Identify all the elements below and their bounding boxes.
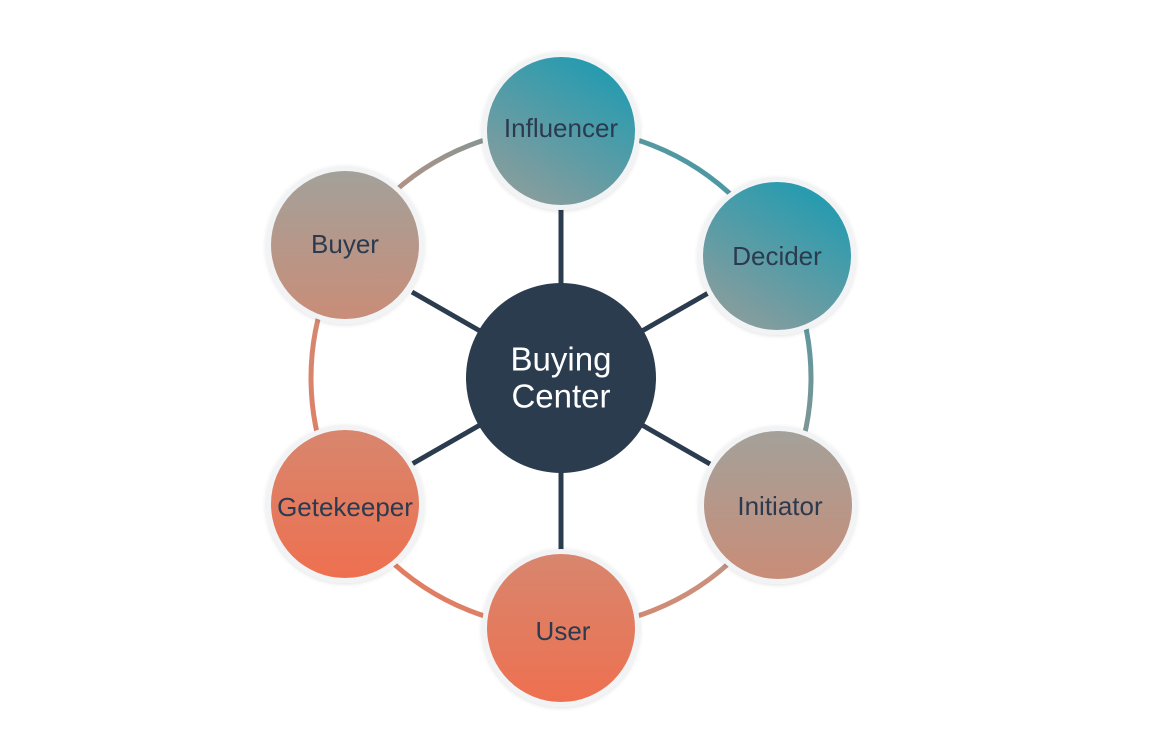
node-getekeeper: Getekeeper — [266, 425, 424, 583]
initiator-circle — [704, 431, 852, 579]
node-decider: Decider — [698, 177, 856, 335]
initiator-label: Initiator — [737, 491, 823, 521]
center-label-line1: Buying — [511, 341, 612, 378]
user-label: User — [536, 616, 591, 646]
node-influencer: Influencer — [482, 52, 640, 210]
spokes — [410, 205, 712, 552]
center-label-line2: Center — [511, 378, 610, 415]
influencer-label: Influencer — [504, 113, 619, 143]
spoke-getekeeper — [410, 422, 482, 467]
buyer-circle — [271, 171, 419, 319]
decider-label: Decider — [732, 241, 822, 271]
node-initiator: Initiator — [699, 426, 857, 584]
user-circle — [487, 554, 635, 702]
spoke-buyer — [410, 289, 482, 334]
node-user: User — [482, 549, 640, 707]
getekeeper-circle — [271, 430, 419, 578]
spoke-decider — [640, 289, 712, 334]
center-node: Buying Center — [466, 283, 656, 473]
buyer-label: Buyer — [311, 229, 379, 259]
spoke-initiator — [640, 422, 712, 467]
center-circle — [466, 283, 656, 473]
getekeeper-label: Getekeeper — [277, 492, 413, 522]
influencer-circle — [487, 57, 635, 205]
decider-circle — [703, 182, 851, 330]
node-buyer: Buyer — [266, 166, 424, 324]
